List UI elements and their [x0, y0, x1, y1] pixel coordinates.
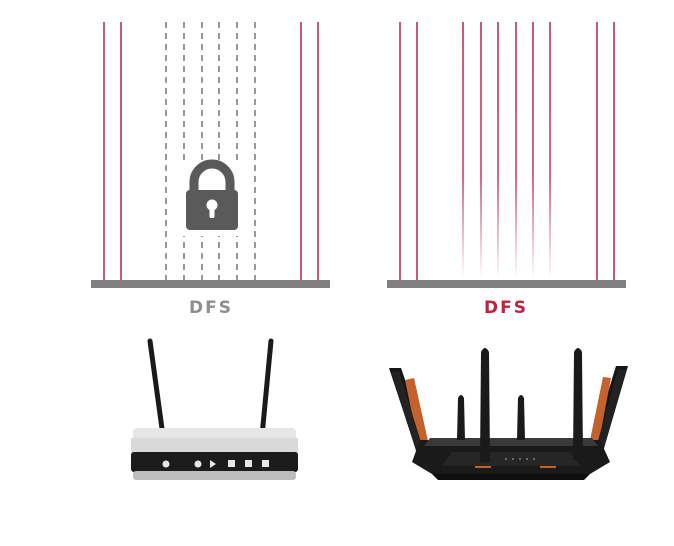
- dfs-label-enabled: DFS: [484, 298, 528, 318]
- dfs-open-channel-line: [480, 22, 482, 280]
- dfs-open-channel-line: [532, 22, 534, 280]
- dfs-open-channel-line: [462, 22, 464, 280]
- right-baseline-bar: [387, 280, 626, 288]
- lock-icon: [176, 159, 248, 236]
- basic-router-image: [131, 338, 298, 480]
- dfs-open-channel-line: [515, 22, 517, 280]
- dfs-open-channel-line: [497, 22, 499, 280]
- dfs-open-channels: [462, 22, 551, 280]
- dfs-open-channel-line: [549, 22, 551, 280]
- dfs-dashed-channels: [165, 22, 256, 281]
- left-channel-panel: [91, 22, 330, 288]
- dfs-label-standard: DFS: [189, 298, 233, 318]
- router-status-leds: [162, 460, 269, 468]
- left-baseline-bar: [91, 280, 330, 288]
- right-channel-panel: [387, 22, 626, 288]
- gaming-router-image: [389, 348, 628, 480]
